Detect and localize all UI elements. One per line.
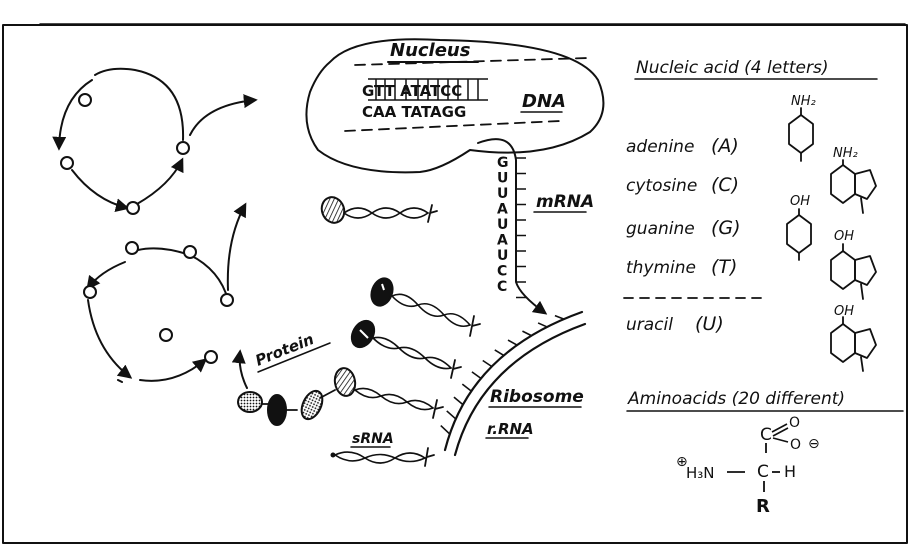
base-letter-guanine: (G) (711, 217, 741, 239)
mrna-base: U (497, 217, 508, 233)
mrna-base: C (497, 279, 507, 295)
mrna-base: U (497, 248, 508, 264)
nucleus-title: Nucleus (390, 40, 471, 61)
svg-text:⊖: ⊖ (808, 436, 820, 452)
base-letter-adenine: (A) (711, 135, 739, 157)
trna-floating (318, 194, 437, 226)
ribosome: Ribosome r.RNA (441, 312, 585, 455)
svg-text:O: O (790, 437, 801, 453)
nucleus: Nucleus GTT ATATCC CAA TATAGG DNA (306, 39, 603, 172)
thymine-structure: OH (831, 229, 876, 299)
rrna-label: r.RNA (487, 420, 534, 438)
mrna-base: U (497, 171, 508, 187)
mrna-base: C (497, 264, 507, 280)
ribosome-label: Ribosome (490, 387, 584, 407)
cycle-bottom-left (84, 205, 245, 382)
base-letter-thymine: (T) (711, 256, 737, 278)
svg-text:C: C (757, 462, 769, 482)
mrna-label: mRNA (536, 192, 594, 212)
base-name-adenine: adenine (626, 137, 694, 157)
svg-text:OH: OH (834, 304, 854, 319)
base-letter-cytosine: (C) (711, 174, 739, 196)
uracil-structure: OH (831, 304, 876, 371)
cytosine-structure: NH₂ (831, 146, 876, 213)
svg-text:H₃N: H₃N (686, 464, 715, 482)
guanine-structure: OH (787, 194, 811, 260)
trna-2 (347, 317, 461, 378)
svg-text:NH₂: NH₂ (791, 94, 816, 109)
mrna-base: A (497, 233, 508, 249)
svg-text:R: R (756, 496, 770, 517)
dna-strand-bottom: CAA TATAGG (362, 103, 466, 121)
nucleic-acid-heading: Nucleic acid (4 letters) (636, 58, 828, 78)
svg-text:C: C (760, 425, 772, 445)
dna-strand-top: GTT ATATCC (362, 82, 462, 100)
aminoacids-panel: Aminoacids (20 different) C O O ⊖ ⊕ H₃N … (627, 389, 903, 517)
aminoacids-heading: Aminoacids (20 different) (627, 389, 845, 409)
mrna-base: A (497, 202, 508, 218)
srna: sRNA (331, 431, 435, 466)
trna-1 (368, 275, 480, 336)
aminoacid-formula: C O O ⊖ ⊕ H₃N C H R (676, 415, 820, 517)
base-name-thymine: thymine (626, 258, 696, 278)
adenine-structure: NH₂ (789, 94, 816, 161)
mrna-base: U (497, 186, 508, 202)
mrna-base: G (497, 155, 509, 171)
nucleic-acid-panel: Nucleic acid (4 letters) adenine (A) cyt… (624, 58, 877, 371)
trna-3 (333, 366, 443, 418)
svg-text:H: H (784, 462, 796, 481)
svg-text:OH: OH (834, 229, 854, 244)
base-name-cytosine: cytosine (626, 176, 697, 196)
base-name-uracil: uracil (626, 315, 673, 335)
svg-text:OH: OH (790, 194, 810, 209)
dna-label: DNA (522, 91, 566, 112)
cycle-top-left (59, 69, 255, 214)
protein-label: Protein (253, 330, 317, 370)
svg-text:O: O (789, 415, 800, 431)
svg-text:NH₂: NH₂ (833, 146, 858, 161)
protein-chain: Protein (238, 330, 335, 425)
srna-label: sRNA (352, 431, 394, 447)
base-letter-uracil: (U) (695, 313, 724, 335)
base-name-guanine: guanine (626, 219, 695, 239)
